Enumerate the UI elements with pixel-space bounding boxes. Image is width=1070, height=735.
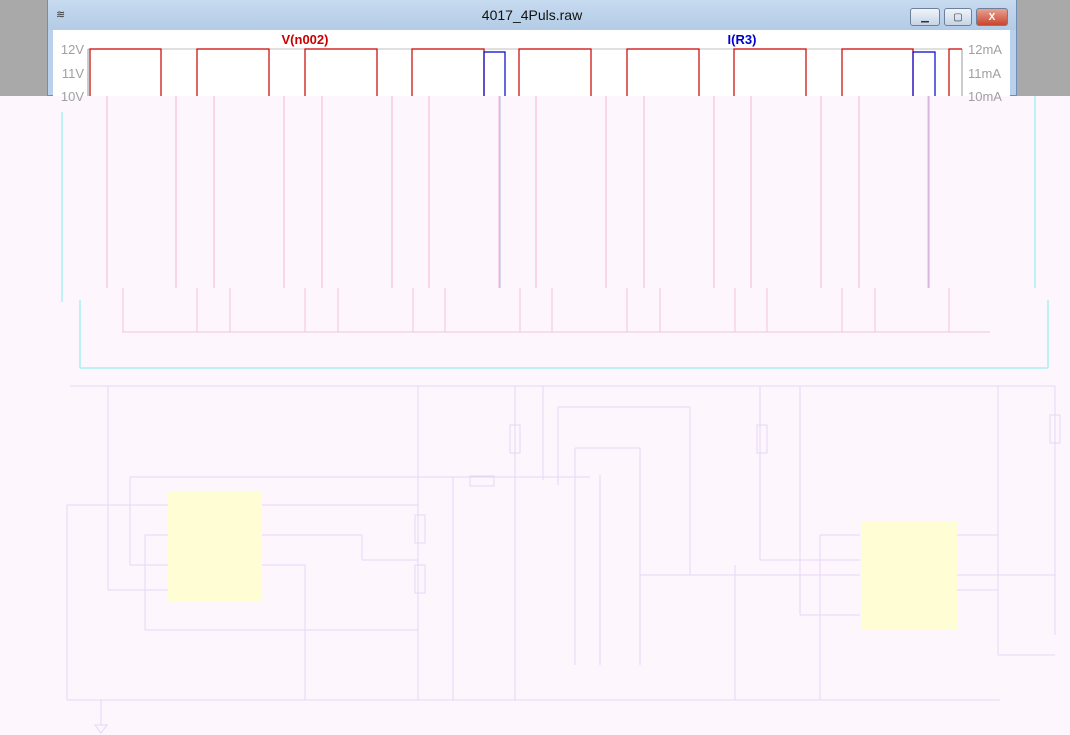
tick-10ma: 10mA bbox=[968, 89, 1002, 104]
resistor-symbol bbox=[469, 475, 495, 487]
tick-12v: 12V bbox=[61, 42, 84, 57]
v-n002-pulse bbox=[196, 48, 270, 96]
waveform-app-icon: ≋ bbox=[56, 9, 66, 21]
tick-11v: 11V bbox=[62, 66, 84, 81]
resistor-symbol bbox=[414, 514, 426, 544]
i-r3-pulse bbox=[912, 51, 936, 96]
v-n002-pulse bbox=[89, 48, 162, 96]
close-button[interactable]: X bbox=[976, 8, 1008, 26]
v-n002-pulse bbox=[304, 48, 378, 96]
minimize-button[interactable]: ▁ bbox=[910, 8, 940, 26]
v-n002-pulse bbox=[948, 48, 962, 96]
resistor-symbol bbox=[756, 424, 768, 454]
v-n002-pulse bbox=[733, 48, 807, 96]
plot-area[interactable] bbox=[53, 30, 1010, 96]
v-n002-pulse bbox=[518, 48, 592, 96]
resistor-symbol bbox=[509, 424, 521, 454]
waveform-traces bbox=[89, 48, 962, 332]
ground-symbol bbox=[94, 724, 108, 734]
trace-label-vn002[interactable]: V(n002) bbox=[282, 32, 329, 47]
ic-555-chip-1 bbox=[168, 492, 262, 602]
ghost-schematic bbox=[61, 96, 1061, 734]
maximize-button[interactable]: ▢ bbox=[944, 8, 972, 26]
v-n002-pulse bbox=[626, 48, 700, 96]
tick-12ma: 12mA bbox=[968, 42, 1002, 57]
resistor-symbol bbox=[1049, 414, 1061, 444]
window-title: 4017_4Puls.raw bbox=[481, 7, 583, 23]
ic-555-chip-2 bbox=[862, 521, 957, 630]
tick-11ma: 11mA bbox=[968, 66, 1001, 81]
title-bar[interactable]: ≋ 4017_4Puls.raw ▁ ▢ X bbox=[48, 0, 1016, 30]
resistor-symbol bbox=[414, 564, 426, 594]
tick-10v: 10V bbox=[61, 89, 84, 104]
i-r3-pulse bbox=[483, 51, 506, 96]
trace-label-ir3[interactable]: I(R3) bbox=[728, 32, 757, 47]
